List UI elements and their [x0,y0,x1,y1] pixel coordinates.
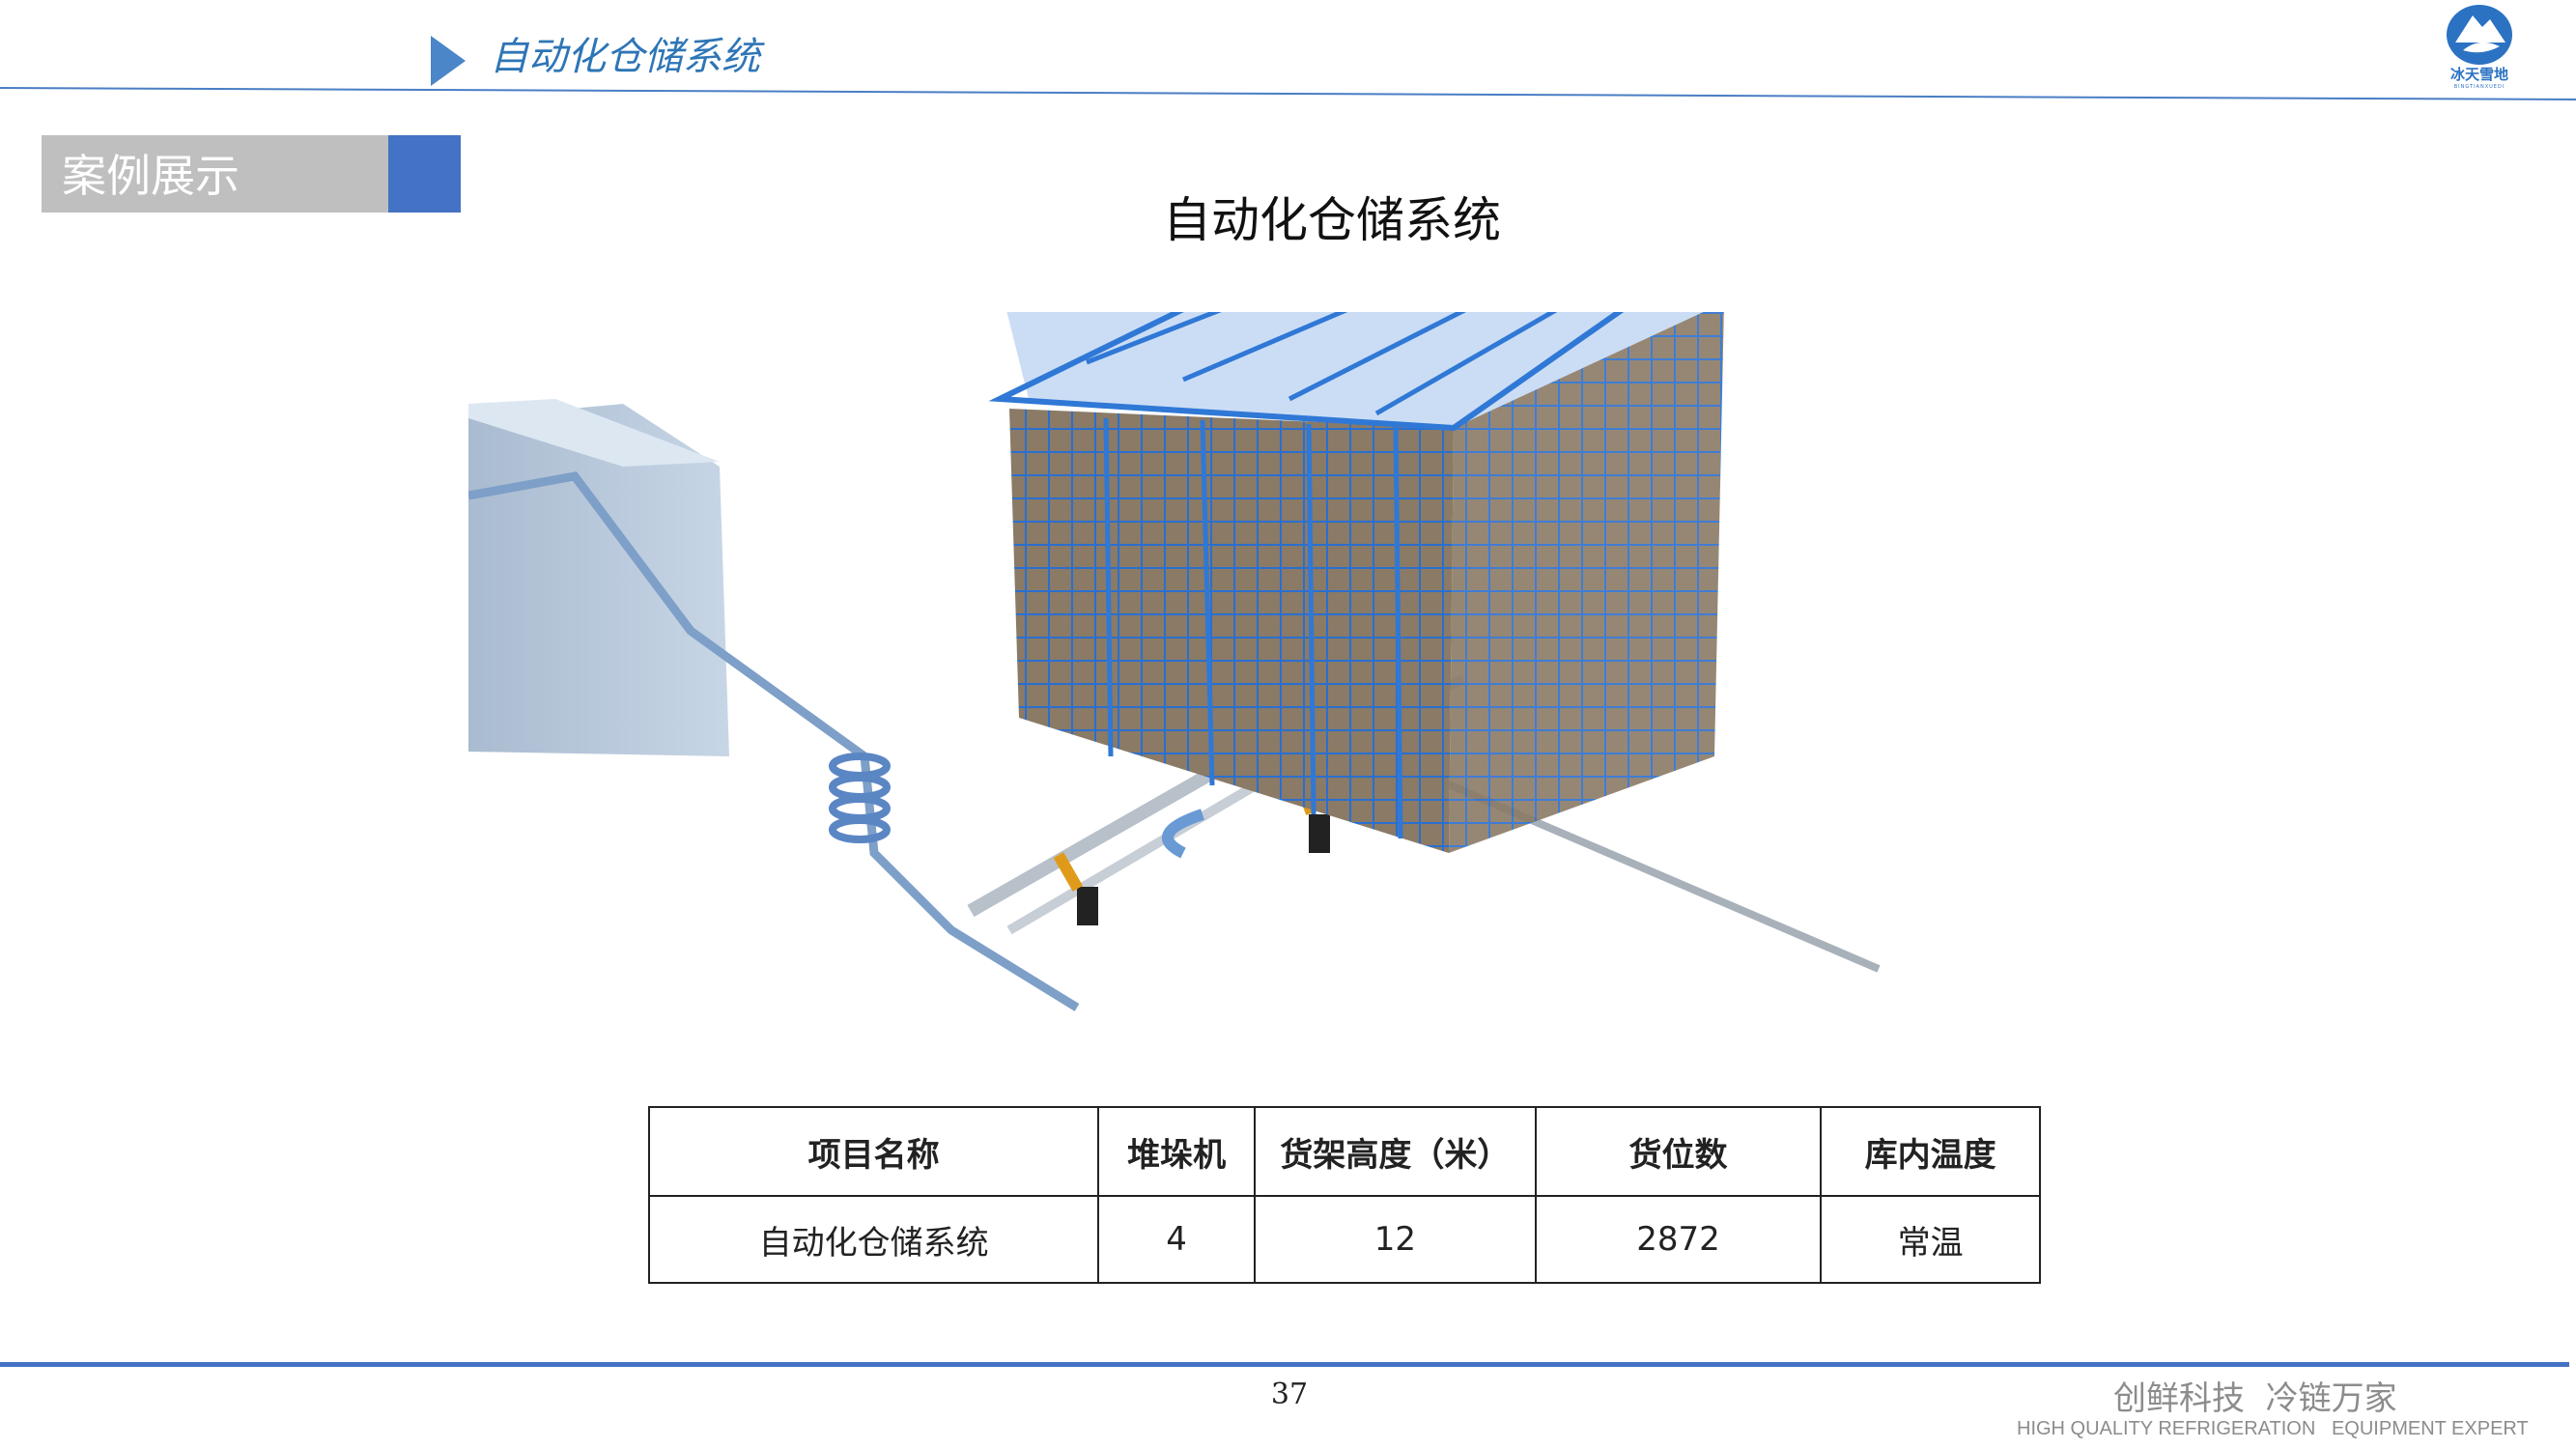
cell-rack-height: 12 [1254,1195,1537,1284]
footer-slogan-en: HIGH QUALITY REFRIGERATION EQUIPMENT EXP… [2017,1418,2529,1439]
warehouse-illustration [468,312,1881,1011]
header-project-name: 项目名称 [647,1106,1100,1197]
section-label-accent [388,135,461,213]
table-row: 自动化仓储系统 4 12 2872 常温 [647,1195,2041,1284]
header-title: 自动化仓储系统 [490,35,760,79]
cell-stacker: 4 [1097,1195,1256,1284]
header-triangle-icon [431,36,466,86]
cell-project-name: 自动化仓储系统 [647,1195,1100,1284]
cell-slot-count: 2872 [1534,1195,1823,1284]
company-logo: 冰天雪地 BINGTIANXUEDI [2447,5,2512,90]
header-divider [0,87,2576,100]
header-temperature: 库内温度 [1820,1106,2041,1197]
table-header-row: 项目名称 堆垛机 货架高度（米） 货位数 库内温度 [647,1106,2041,1197]
footer-divider [0,1362,2569,1367]
header-stacker: 堆垛机 [1097,1106,1256,1197]
cell-temperature: 常温 [1820,1195,2041,1284]
header-rack-height: 货架高度（米） [1254,1106,1537,1197]
project-table: 项目名称 堆垛机 货架高度（米） 货位数 库内温度 自动化仓储系统 4 12 2… [647,1106,2041,1284]
page-number: 37 [1270,1378,1309,1411]
footer-slogan: 创鲜科技 冷链万家 [2113,1379,2397,1418]
section-label-box [42,135,389,213]
header-slot-count: 货位数 [1534,1106,1823,1197]
section-label: 案例展示 [62,150,240,202]
svg-text:BINGTIANXUEDI: BINGTIANXUEDI [2454,84,2505,90]
page-title: 自动化仓储系统 [1163,192,1501,248]
svg-text:冰天雪地: 冰天雪地 [2450,66,2508,83]
